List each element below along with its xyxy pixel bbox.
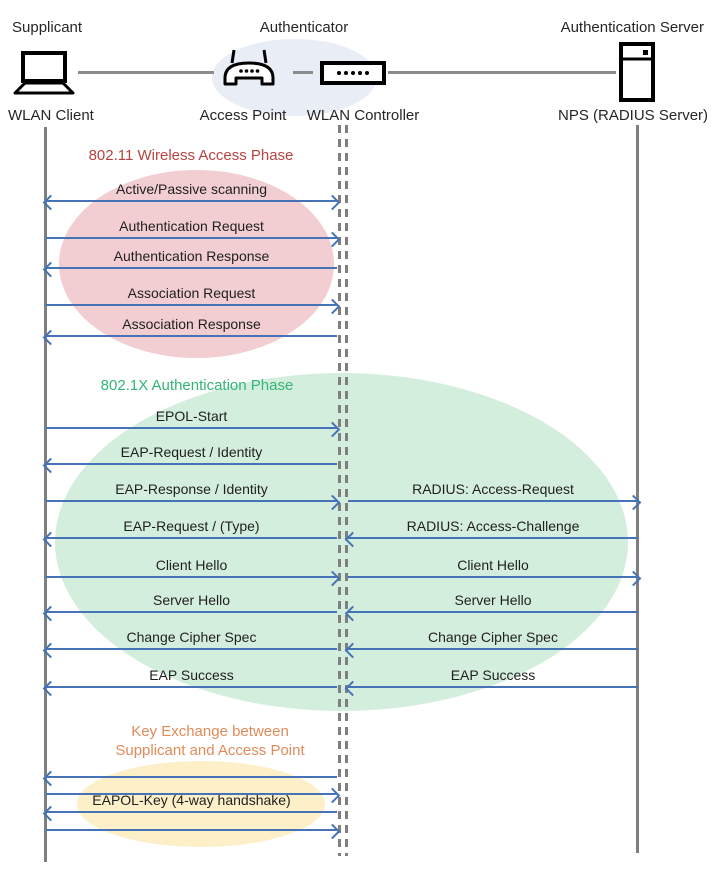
- server-tower-icon: [618, 42, 656, 107]
- wireless-router-icon: [220, 46, 278, 97]
- message-arrow: [46, 298, 341, 314]
- message-label: Authentication Request: [119, 218, 264, 234]
- message-arrow: [348, 570, 642, 586]
- message-arrow: [46, 421, 341, 437]
- phase2-title: 802.1X Authentication Phase: [100, 377, 294, 394]
- message-label: EPOL-Start: [155, 408, 228, 424]
- message-arrow: [344, 605, 638, 621]
- message-arrow: [344, 680, 638, 696]
- message-arrow: [344, 642, 638, 658]
- message-label: EAPOL-Key (4-way handshake): [92, 792, 291, 808]
- role-label-authentication-server: Authentication Server: [560, 19, 704, 36]
- message-label: Client Hello: [155, 557, 228, 573]
- connector-line: [78, 71, 214, 74]
- message-arrow: [42, 605, 337, 621]
- message-label: RADIUS: Access-Request: [412, 481, 574, 497]
- message-arrow: [42, 261, 337, 277]
- message-label: Client Hello: [457, 557, 529, 573]
- message-arrow: [344, 531, 638, 547]
- phase3-title: Key Exchange between Supplicant and Acce…: [80, 722, 340, 760]
- message-arrow: [42, 329, 337, 345]
- message-arrow: [46, 494, 341, 510]
- message-arrow: [46, 823, 341, 839]
- message-arrow: [42, 805, 337, 821]
- message-arrow: [42, 770, 337, 786]
- device-label-nps-radius-server: NPS (RADIUS Server): [558, 107, 709, 124]
- message-arrow: [42, 642, 337, 658]
- message-label: Change Cipher Spec: [126, 629, 257, 645]
- message-arrow: [46, 787, 341, 803]
- message-label: Change Cipher Spec: [428, 629, 558, 645]
- authenticator-lifeline-right: [345, 125, 348, 856]
- message-label: Active/Passive scanning: [116, 181, 267, 197]
- phase2-ellipse: [55, 373, 628, 711]
- phase3-title-line1: Key Exchange between: [131, 723, 289, 740]
- switch-icon: [320, 61, 386, 90]
- authenticator-lifeline-left: [338, 125, 341, 856]
- message-arrow: [42, 457, 337, 473]
- phase1-title: 802.11 Wireless Access Phase: [88, 147, 294, 164]
- phase3-ellipse: [77, 761, 325, 847]
- phase3-title-line2: Supplicant and Access Point: [115, 742, 305, 759]
- role-label-authenticator: Authenticator: [259, 19, 349, 36]
- device-label-access-point: Access Point: [199, 107, 287, 124]
- message-arrow: [42, 194, 341, 210]
- message-label: Server Hello: [454, 592, 532, 608]
- connector-line: [293, 71, 313, 74]
- message-label: EAP Success: [149, 667, 234, 683]
- message-arrow: [42, 531, 337, 547]
- device-label-wlan-controller: WLAN Controller: [306, 107, 420, 124]
- message-label: Association Response: [122, 316, 261, 332]
- message-arrow: [46, 570, 341, 586]
- message-label: Server Hello: [152, 592, 231, 608]
- message-arrow: [348, 494, 642, 510]
- message-label: EAP-Request / Identity: [120, 444, 263, 460]
- connector-line: [388, 71, 616, 74]
- message-label: EAP-Request / (Type): [123, 518, 260, 534]
- device-label-wlan-client: WLAN Client: [8, 107, 94, 124]
- message-label: Association Request: [127, 285, 256, 301]
- supplicant-lifeline: [44, 127, 47, 862]
- message-arrow: [46, 231, 341, 247]
- laptop-icon: [10, 50, 78, 103]
- message-arrow: [42, 680, 337, 696]
- message-label: EAP Success: [450, 667, 536, 683]
- server-lifeline: [636, 125, 639, 853]
- message-label: Authentication Response: [113, 248, 270, 264]
- role-label-supplicant: Supplicant: [12, 19, 83, 36]
- message-label: RADIUS: Access-Challenge: [406, 518, 580, 534]
- message-label: EAP-Response / Identity: [115, 481, 268, 497]
